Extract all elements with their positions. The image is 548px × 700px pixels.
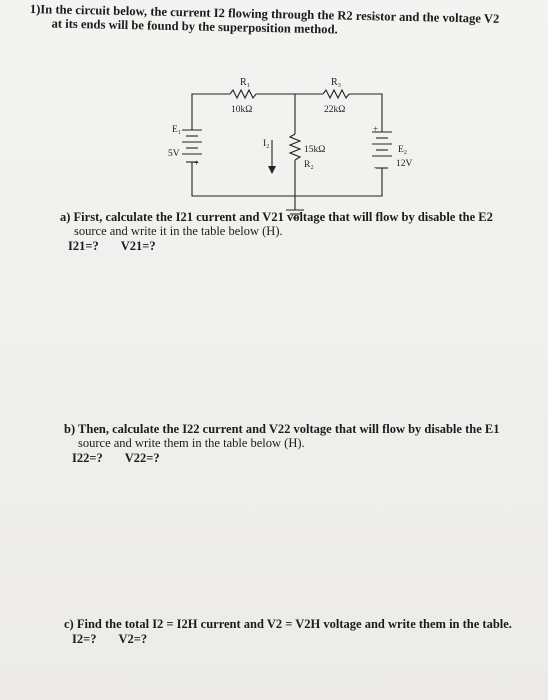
part-c: c) Find the total I2 = I2H current and V…	[64, 617, 534, 646]
part-b-unknowns: I22=? V22=?	[64, 451, 534, 465]
part-b-line-1: Then, calculate the I22 current and V22 …	[78, 422, 500, 436]
part-a-letter: a)	[60, 210, 71, 224]
e1-label: E₁	[172, 125, 181, 135]
part-c-q1: I2=?	[72, 632, 97, 646]
part-a-q1: I21=?	[68, 239, 99, 253]
part-a-q2: V21=?	[120, 239, 156, 253]
i2-label: I₂	[263, 139, 269, 149]
e2-value: 12V	[396, 159, 413, 169]
r3-value: 22kΩ	[324, 105, 345, 115]
e1-value: 5V	[168, 149, 180, 159]
resistor-r3	[322, 88, 350, 100]
part-b-q1: I22=?	[72, 451, 103, 465]
part-c-unknowns: I2=? V2=?	[64, 632, 534, 646]
part-a-line-1: First, calculate the I21 current and V21…	[73, 210, 493, 224]
e2-plus: +	[373, 124, 378, 134]
r1-label: R₁	[240, 77, 250, 88]
circuit-diagram: R₁ 10kΩ R₃ 22kΩ 15kΩ R₂ I₂ E₁ 5V + + - E…	[168, 77, 413, 219]
question-heading: 1)In the circuit below, the current I2 f…	[29, 2, 534, 41]
resistor-r1	[229, 88, 257, 100]
r2-value: 15kΩ	[304, 145, 325, 155]
e1-plus: +	[194, 158, 199, 168]
r3-label: R₃	[331, 77, 341, 88]
part-b: b) Then, calculate the I22 current and V…	[64, 422, 534, 465]
wire-top-left	[191, 93, 230, 130]
part-a-unknowns: I21=? V21=?	[60, 239, 540, 253]
part-b-q2: V22=?	[124, 451, 160, 465]
r1-value: 10kΩ	[231, 105, 252, 115]
wire-bottom	[191, 162, 383, 197]
e2-minus: -	[374, 162, 377, 172]
part-a-line-2: source and write it in the table below (…	[74, 224, 283, 238]
r2-label: R₂	[304, 160, 314, 170]
part-c-q2: V2=?	[118, 632, 148, 646]
part-b-letter: b)	[64, 422, 76, 436]
i2-arrow-head	[268, 166, 276, 174]
part-a: a) First, calculate the I21 current and …	[60, 210, 540, 253]
part-b-line-2: source and write them in the table below…	[78, 436, 305, 450]
question-number: 1)	[29, 2, 41, 17]
part-c-line-1: Find the total I2 = I2H current and V2 =…	[76, 617, 512, 631]
wire-r3-right	[349, 93, 383, 132]
resistor-r2	[288, 133, 302, 161]
part-c-letter: c)	[64, 617, 74, 631]
e2-label: E₂	[398, 145, 407, 155]
